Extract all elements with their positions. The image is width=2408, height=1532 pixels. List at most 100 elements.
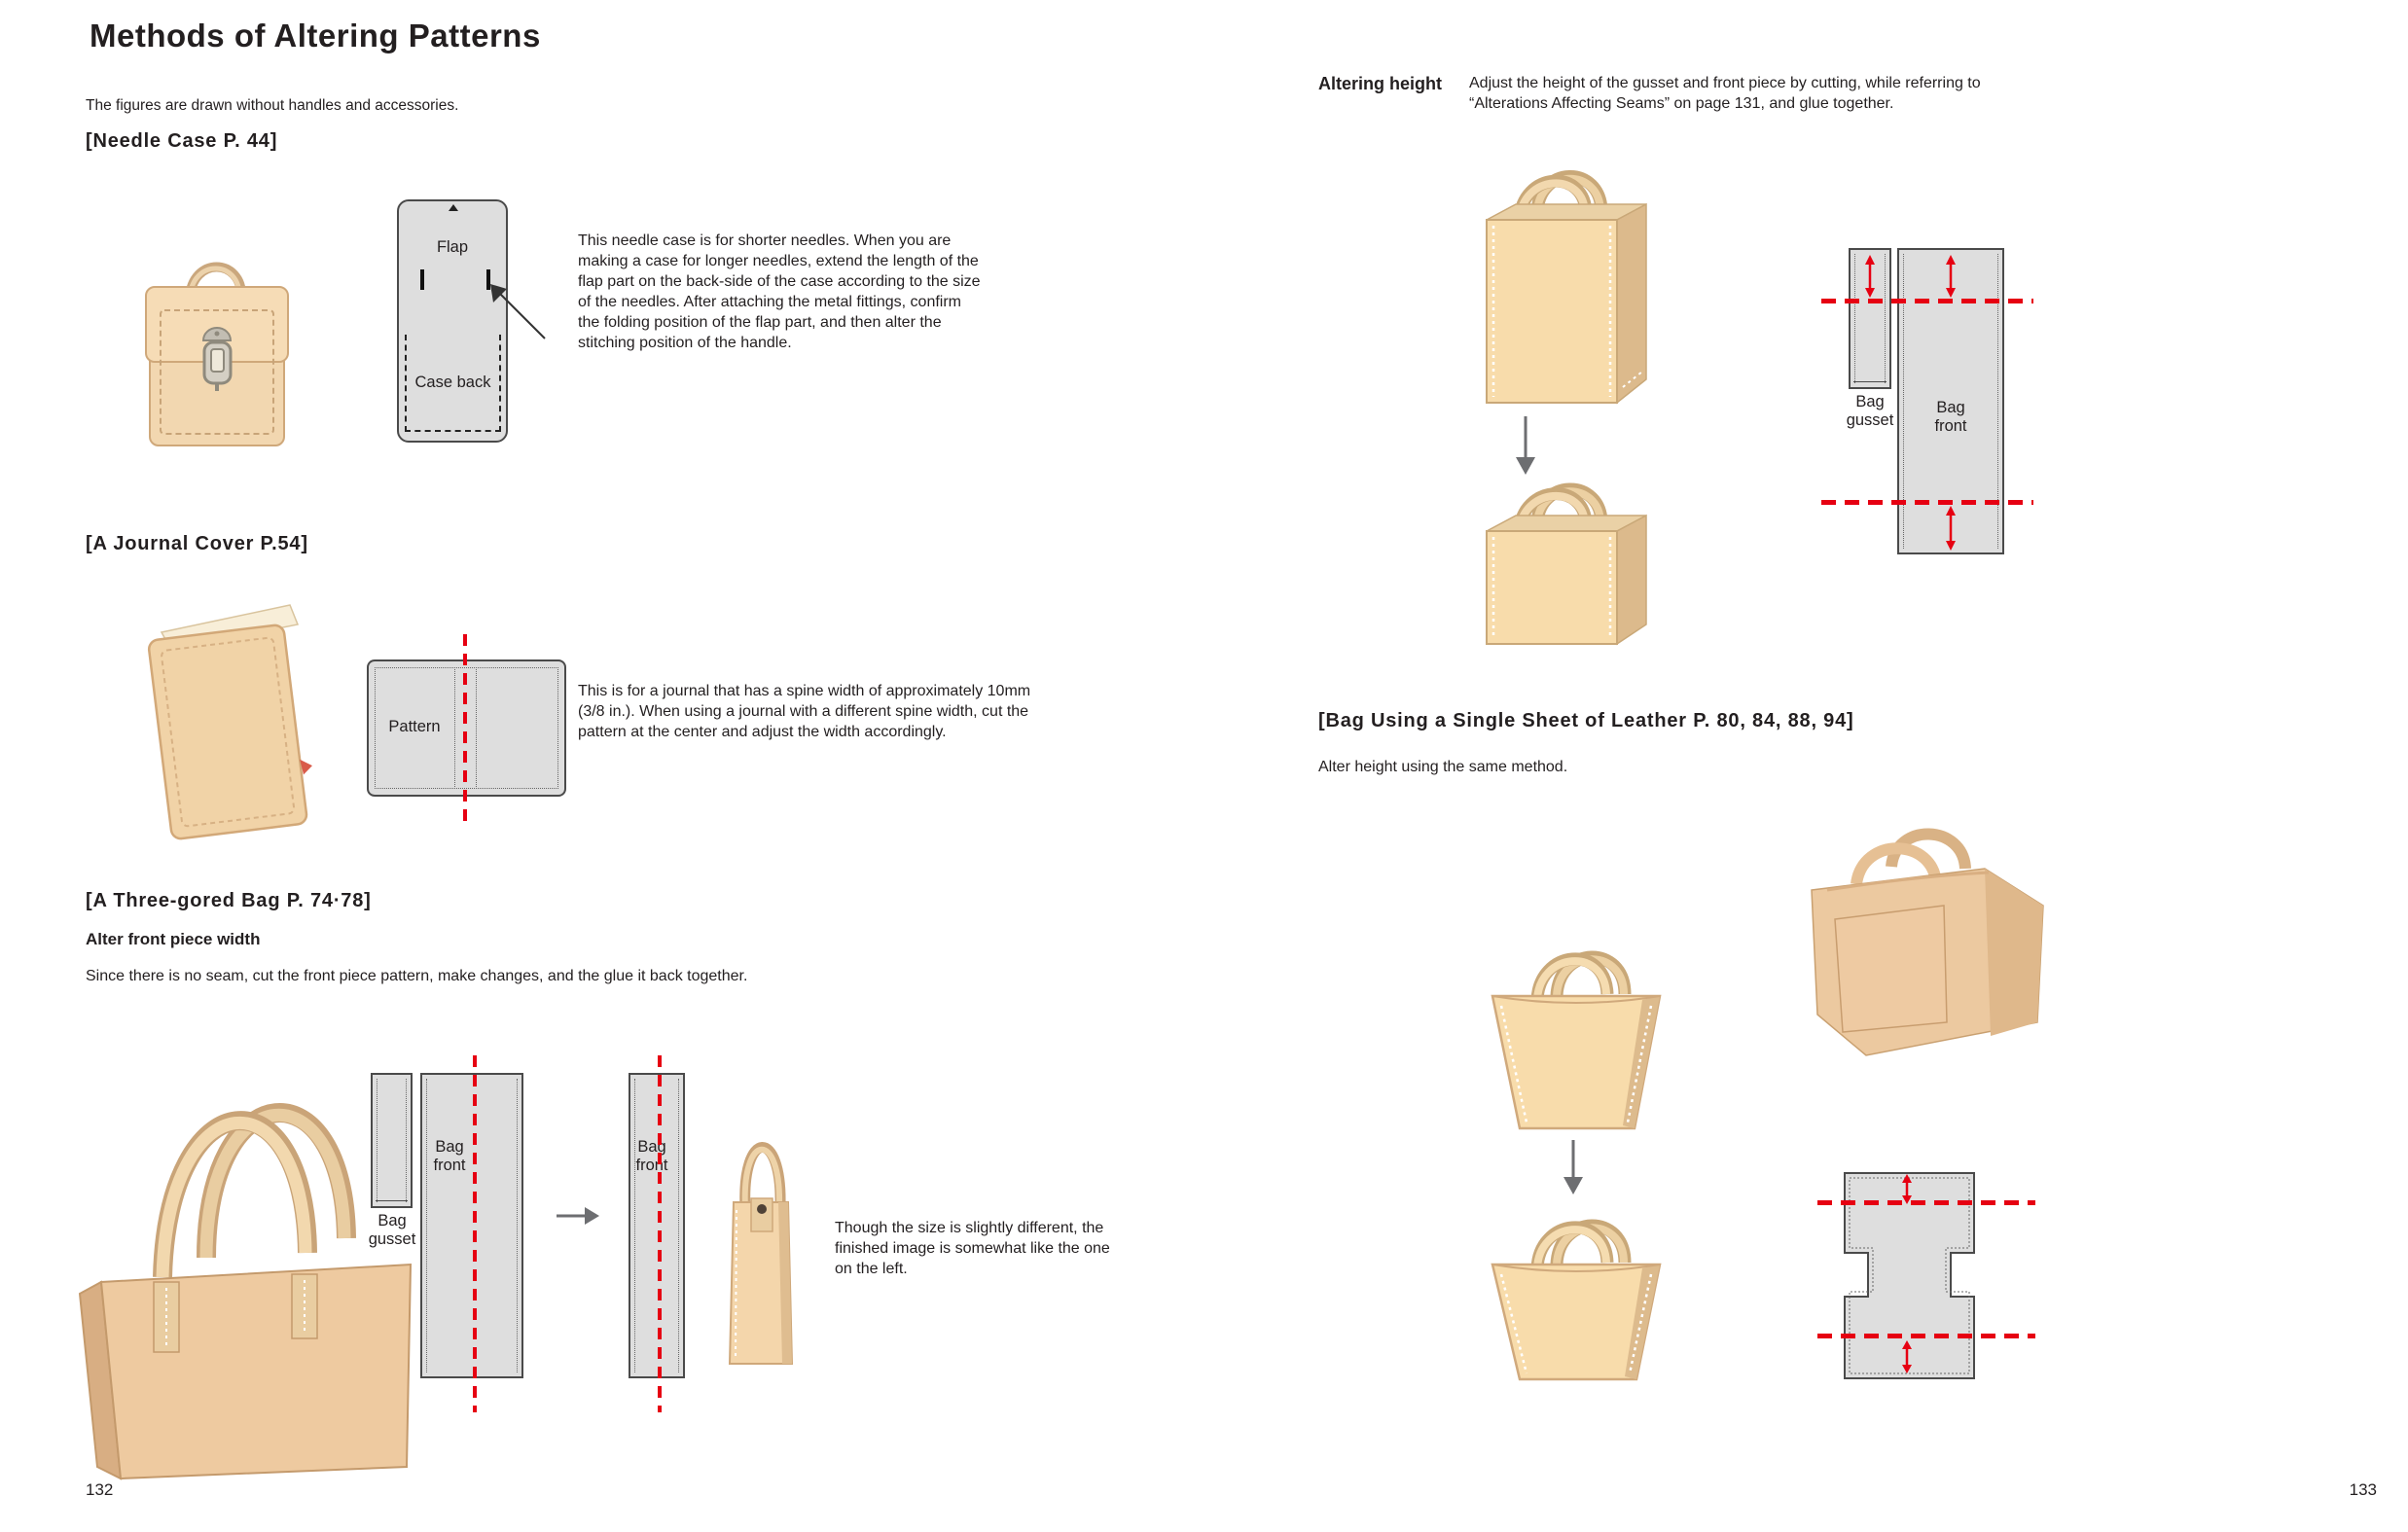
single-sheet-pattern [1844, 1172, 1975, 1379]
three-gored-bag-caption: Though the size is slightly different, t… [835, 1220, 1110, 1277]
bag-side-face [1616, 202, 1647, 405]
narrow-bag-photo [722, 1117, 802, 1373]
bag-gusset-pattern-before [371, 1073, 413, 1208]
fold-mark-triangle [449, 204, 458, 211]
single-sheet-arrow-bottom [1902, 1340, 1912, 1373]
needle-case-body: This needle case is for shorter needles.… [578, 232, 981, 351]
height-arrow-front-top [1946, 255, 1956, 298]
tote-bag-photo [60, 1039, 418, 1482]
heading-needle-case: [Needle Case P. 44] [86, 130, 278, 152]
case-back-zone: Case back [405, 335, 501, 432]
narrow-bag-shade [778, 1202, 792, 1364]
journal-cover [147, 623, 308, 840]
single-sheet-bag-illustration [1811, 828, 2044, 1056]
cut-line-front-before [473, 1055, 477, 1412]
three-gored-bag-body: Since there is no seam, cut the front pi… [86, 968, 748, 984]
needle-case-photo [136, 246, 297, 455]
center-cut-line [463, 634, 467, 823]
tote-front-face [99, 1263, 413, 1480]
altering-height-body: Adjust the height of the gusset and fron… [1469, 75, 1981, 112]
bag-front-pattern-after [629, 1073, 685, 1378]
gusset-stitch-lines [377, 1079, 407, 1202]
flap-label: Flap [436, 238, 469, 256]
single-sheet-arrow-top [1902, 1174, 1912, 1204]
journal-bookmark [300, 759, 312, 775]
tall-bag-illustration [1477, 163, 1654, 409]
short-bag-illustration [1477, 479, 1654, 649]
journal-cover-body: This is for a journal that has a spine w… [578, 683, 1031, 740]
narrow-bag-strap-tab [750, 1197, 773, 1232]
handle-slit-left [420, 269, 424, 290]
bag-side-face [1616, 514, 1647, 646]
trapezoid-bag-before-svg [1491, 950, 1662, 1130]
bag-side-shade [1625, 1265, 1660, 1379]
height-cut-line-top [1821, 299, 2033, 303]
trapezoid-bag-before [1481, 936, 1671, 1132]
pattern-label: Pattern [388, 718, 441, 735]
spine-fold-line-left [454, 667, 455, 789]
case-back-label: Case back [414, 374, 491, 391]
tall-bag-svg [1486, 170, 1647, 405]
short-bag-svg [1486, 482, 1647, 646]
trapezoid-bag-after [1481, 1206, 1671, 1383]
case-stitching [160, 309, 274, 435]
bag-top-rim [1492, 1264, 1661, 1272]
spine-fold-line-right [476, 667, 477, 789]
altering-height-front-label: Bag front [1934, 399, 1967, 435]
photo-bag-pocket [1834, 905, 1948, 1033]
pattern-outline [1844, 1172, 1975, 1379]
transform-arrow-right [557, 1207, 599, 1225]
bag-front-label-before: Bag front [433, 1138, 466, 1174]
needle-case-pattern: Flap Case back [397, 199, 508, 443]
height-arrow-gusset [1865, 255, 1875, 298]
heading-single-sheet-bag: [Bag Using a Single Sheet of Leather P. … [1318, 710, 1854, 731]
bag-front-face [1486, 219, 1618, 404]
single-sheet-pattern-svg [1844, 1172, 1975, 1379]
slit-pointer-arrow [490, 284, 546, 339]
bag-side-shade [1623, 996, 1660, 1128]
bag-front-face [1486, 530, 1618, 645]
bag-top-rim [1492, 995, 1661, 1004]
page-subtitle: The figures are drawn without handles an… [86, 97, 459, 114]
narrow-bag-illustration [728, 1142, 794, 1365]
bag-gusset-label: Bag gusset [368, 1212, 416, 1248]
transform-arrow-down-2 [1563, 1140, 1583, 1194]
single-sheet-bag-photo [1798, 820, 2055, 1061]
front-after-stitch-lines [634, 1079, 679, 1372]
height-cut-line-bottom [1821, 500, 2033, 505]
bag-front-label-after: Bag front [635, 1138, 668, 1174]
photo-handle-front [1851, 842, 1942, 886]
page-number-left: 132 [86, 1480, 114, 1499]
journal-illustration [147, 604, 312, 840]
gusset-stitch-lines [1854, 254, 1886, 383]
altering-height-gusset-label: Bag gusset [1846, 393, 1894, 429]
altering-height-gusset-pattern [1849, 248, 1891, 389]
pattern-stitch-line [1849, 1177, 1970, 1374]
handle-slit-right [486, 269, 490, 290]
single-sheet-cut-line-bottom [1817, 1334, 2035, 1338]
transform-arrow-down-1 [1516, 416, 1535, 475]
height-arrow-front-bottom [1946, 506, 1956, 551]
heading-journal-cover: [A Journal Cover P.54] [86, 533, 308, 554]
cut-line-front-after [658, 1055, 662, 1412]
page-number-right: 133 [2349, 1480, 2377, 1499]
trapezoid-bag-after-svg [1491, 1219, 1662, 1381]
photo-bag-side-shade [1985, 869, 2043, 1036]
subheading-alter-front-width: Alter front piece width [86, 930, 261, 948]
journal-photo [125, 586, 324, 840]
bag-front-pattern-before [420, 1073, 523, 1378]
narrow-bag-clasp [757, 1204, 767, 1214]
heading-three-gored-bag: [A Three-gored Bag P. 74·78] [86, 890, 372, 911]
single-sheet-bag-body: Alter height using the same method. [1318, 759, 1568, 775]
single-sheet-cut-line-top [1817, 1200, 2035, 1205]
journal-stitching [161, 636, 296, 828]
needle-case-illustration [145, 262, 289, 446]
gusset-bottom-notch [1853, 381, 1887, 382]
front-stitch-lines [1903, 254, 1998, 549]
photo-bag-rim [1826, 871, 1990, 892]
page-title: Methods of Altering Patterns [90, 18, 541, 53]
tote-bag-illustration [78, 1103, 413, 1480]
gusset-bottom-notch [376, 1200, 408, 1201]
front-stitch-lines [426, 1079, 518, 1372]
